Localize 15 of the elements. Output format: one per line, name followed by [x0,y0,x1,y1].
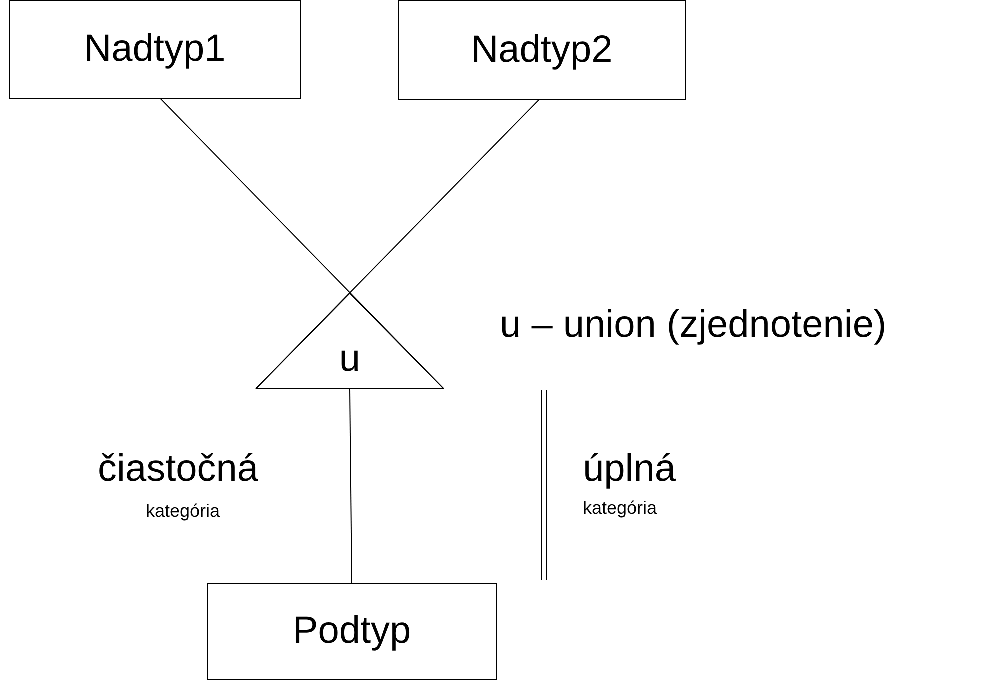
entity-box [207,583,497,680]
entity-box [398,0,686,100]
connector-line [256,100,540,390]
entity-name: Nadtyp2 [471,28,613,72]
partial-category-label: čiastočná [98,448,259,491]
category-caption: kategória [583,498,658,519]
entity-box [9,0,301,99]
entity-name: Podtyp [292,610,412,653]
entity-name: Nadtyp1 [84,28,226,71]
union-symbol: u [339,338,361,381]
total-category-label: úplná [583,448,676,491]
union-note: u – union (zjednotenie) [500,304,887,347]
union-triangle [256,293,444,389]
connector-line [350,388,352,584]
category-caption: kategória [146,501,220,522]
